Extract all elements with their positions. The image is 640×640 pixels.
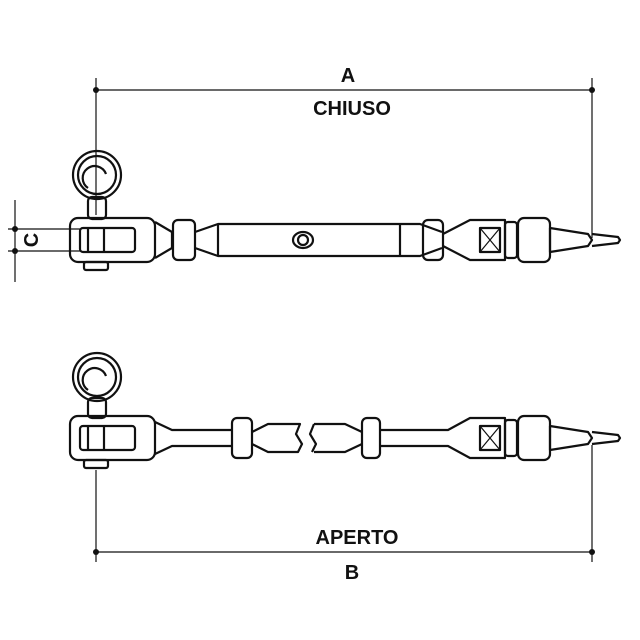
turnbuckle-open (68, 351, 622, 470)
dimension-a (93, 78, 595, 238)
closed-label: CHIUSO (313, 98, 391, 120)
dimension-c-label: C (21, 233, 43, 247)
dimension-a-label: A (341, 65, 355, 87)
open-label: APERTO (316, 527, 399, 549)
dimension-b (93, 445, 595, 562)
dimension-c (8, 200, 80, 282)
turnbuckle-closed (68, 149, 622, 272)
dimension-b-label: B (345, 562, 359, 584)
